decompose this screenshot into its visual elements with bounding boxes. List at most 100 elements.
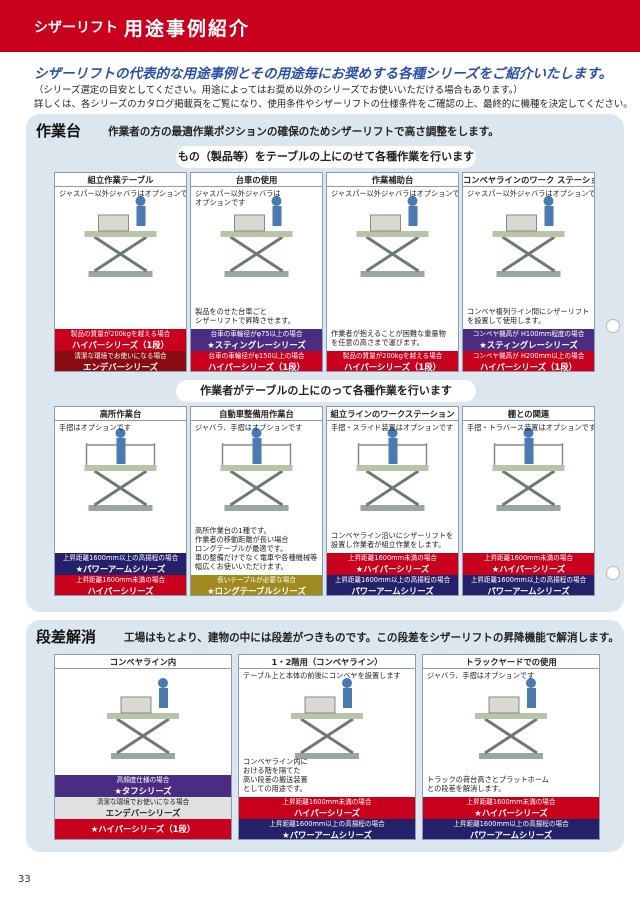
series-name: ハイパーシリーズ bbox=[293, 808, 361, 818]
banner-products: もの（製品等）をテーブルの上にのせて各種作業を行います bbox=[176, 146, 476, 168]
series-name: ★ハイパーシリーズ bbox=[491, 564, 566, 574]
scissor-lift-illustration bbox=[356, 428, 429, 511]
card-note: ジャバラ、手摺はオプションです bbox=[427, 671, 535, 680]
lead-text: シザーリフトの代表的な用途事例とその用途毎にお奨めする各種シリーズをご紹介いたし… bbox=[34, 66, 613, 82]
card-illustration bbox=[327, 189, 458, 289]
series-name: エンデバーシリーズ bbox=[83, 362, 158, 372]
scissor-lift-illustration bbox=[492, 196, 565, 277]
page-title: 用途事例紹介 bbox=[124, 18, 251, 40]
condition-text: 高頻度仕様の場合 bbox=[116, 776, 170, 784]
condition-text: 清潔な環境でお使いになる場合 bbox=[96, 798, 190, 806]
card-caption: トラックの荷台高さとプラットホームとの段差を解消します。 bbox=[427, 775, 549, 793]
card-illustration bbox=[55, 671, 231, 771]
card-caption: コンベヤ複列ライン間にシザーリフトを設置して使用します。 bbox=[467, 307, 590, 325]
card-title: トラックヤードでの使用 bbox=[423, 655, 599, 669]
card-title: 組立ラインのワークステーション bbox=[327, 407, 458, 421]
condition-text: 上昇距離1600mm以上の高揚程の場合 bbox=[269, 820, 385, 828]
use-case-card: 組立作業テーブルジャスパー以外ジャバラはオプションです製品の質量が200kgを越… bbox=[54, 172, 187, 372]
series-name: ★ロングテーブルシリーズ bbox=[207, 586, 306, 596]
condition-text: 上昇距離1600mm以上の高揚程の場合 bbox=[334, 576, 451, 584]
series-recommendation: 製品の質量が200kgを越える場合ハイパーシリーズ（1段） bbox=[327, 351, 458, 371]
condition-text: 上昇距離1600mm以上の高揚程の場合 bbox=[62, 554, 179, 562]
card-illustration bbox=[463, 189, 594, 289]
series-name: ★スティングレーシリーズ bbox=[479, 340, 578, 350]
section-title-step: 段差解消 bbox=[36, 628, 97, 646]
card-caption: コンベヤライン沿いにシザーリフトを設置し作業者が組立作業をします。 bbox=[331, 531, 454, 549]
card-title: 作業補助台 bbox=[327, 173, 458, 187]
card-caption: 製品をのせた台車ごとシザーリフトで昇降させます。 bbox=[195, 307, 295, 325]
condition-text: 台車の車輪径がφ75以上の場合 bbox=[210, 330, 303, 338]
series-recommendation: 上昇距離1600mm以上の高揚程の場合★パワーアームシリーズ bbox=[239, 819, 415, 839]
card-note: ジャスパー以外ジャバラはオプションです bbox=[195, 189, 281, 207]
card-note: ジャスパー以外ジャバラはオプションです bbox=[59, 189, 187, 198]
scissor-lift-illustration bbox=[492, 428, 565, 511]
use-case-card: コンベヤライン内高頻度仕様の場合★タフシリーズ清潔な環境でお使いになる場合エンデ… bbox=[54, 654, 232, 840]
condition-text: コンベヤ機高が H100mm程度の場合 bbox=[472, 330, 585, 338]
series-name: ハイパーシリーズ（1段） bbox=[479, 362, 578, 372]
series-recommendation: 高頻度仕様の場合★タフシリーズ bbox=[55, 775, 231, 797]
card-illustration bbox=[463, 423, 594, 523]
scissor-lift-illustration bbox=[220, 428, 293, 511]
series-name: ★ハイパーシリーズ（1段） bbox=[90, 824, 196, 834]
series-name: パワーアームシリーズ bbox=[469, 830, 553, 840]
card-title: 高所作業台 bbox=[55, 407, 186, 421]
series-recommendation: 上昇距離1600mm以上の高揚程の場合パワーアームシリーズ bbox=[423, 819, 599, 840]
series-recommendation: 上昇距離1600mm未満の場合ハイパーシリーズ bbox=[55, 575, 186, 595]
series-recommendation: 清潔な環境でお使いになる場合エンデバーシリーズ bbox=[55, 351, 186, 372]
use-case-card: 棚との関連手摺・トラバース装置はオプションです上昇距離1600mm未満の場合★ハ… bbox=[462, 406, 595, 596]
scissor-lift-illustration bbox=[84, 196, 157, 277]
condition-text: 製品の質量が200kgを越える場合 bbox=[342, 352, 443, 360]
card-caption: 作業者が抱えることが困難な重量物を任意の高さまで運びます。 bbox=[331, 329, 446, 347]
condition-text: 上昇距離1600mm未満の場合 bbox=[282, 798, 372, 806]
use-case-card: トラックヤードでの使用ジャバラ、手摺はオプションですトラックの荷台高さとプラット… bbox=[422, 654, 600, 840]
condition-text: 上昇距離1600mm以上の高揚程の場合 bbox=[470, 576, 587, 584]
card-illustration bbox=[55, 423, 186, 523]
card-title: 自動車整備用作業台 bbox=[191, 407, 322, 421]
series-recommendation: 上昇距離1600mm未満の場合ハイパーシリーズ bbox=[239, 797, 415, 819]
condition-text: 製品の質量が200kgを越える場合 bbox=[70, 330, 171, 338]
card-note: テーブル上と本体の前後にコンベヤを設置します bbox=[243, 671, 401, 680]
series-recommendation: 上昇距離1600mm未満の場合★ハイパーシリーズ bbox=[423, 797, 599, 819]
card-title: 1・2階用（コンベヤライン） bbox=[239, 655, 415, 669]
work-table-section: 作業台 作業者の方の最適作業ポジションの確保のためシザーリフトで高さ調整をします… bbox=[26, 114, 624, 612]
condition-text: 上昇距離1600mm未満の場合 bbox=[348, 554, 437, 562]
series-recommendation: コンベヤ機高が H100mm程度の場合 ★スティングレーシリーズ bbox=[463, 329, 594, 351]
series-recommendation: 上昇距離1600mm以上の高揚程の場合パワーアームシリーズ bbox=[463, 575, 594, 596]
use-case-card: 1・2階用（コンベヤライン） テーブル上と本体の前後にコンベヤを設置しますコンベヤ… bbox=[238, 654, 416, 840]
scissor-lift-illustration bbox=[356, 196, 429, 277]
scissor-lift-illustration bbox=[84, 428, 157, 511]
card-note: 手摺はオプションです bbox=[59, 423, 131, 432]
card-caption: コンベヤライン内における階を隔てた高い段差の搬送装置としての用途です。 bbox=[243, 757, 308, 793]
condition-text: 長いテーブルが必要な場合 bbox=[217, 576, 296, 584]
series-recommendation: 上昇距離1600mm以上の高揚程の場合★パワーアームシリーズ bbox=[55, 553, 186, 575]
scissor-lift-illustration bbox=[107, 678, 179, 759]
card-note: ジャスパー以外ジャバラはオプションです bbox=[467, 189, 595, 198]
scissor-lift-illustration bbox=[475, 678, 547, 759]
use-case-card: コンベヤラインのワーク ステーションジャスパー以外ジャバラはオプションですコンベ… bbox=[462, 172, 595, 372]
card-illustration bbox=[55, 189, 186, 289]
series-name: パワーアームシリーズ bbox=[487, 586, 570, 596]
condition-text: コンベヤ機高が H200mm以上の場合 bbox=[472, 352, 585, 360]
card-illustration bbox=[239, 671, 415, 771]
series-recommendation: ★ハイパーシリーズ（1段） bbox=[55, 819, 231, 839]
series-recommendation: 上昇距離1600mm未満の場合 ★ハイパーシリーズ bbox=[463, 553, 594, 575]
scissor-lift-illustration bbox=[291, 678, 363, 759]
series-name: ハイパーシリーズ（1段） bbox=[207, 362, 306, 372]
card-title: コンベヤラインのワーク ステーション bbox=[463, 173, 594, 187]
condition-text: 上昇距離1600mm以上の高揚程の場合 bbox=[453, 820, 569, 828]
series-recommendation: 製品の質量が200kgを越える場合ハイパーシリーズ（1段） bbox=[55, 329, 186, 351]
card-note: 手摺・トラバース装置はオプションです bbox=[467, 423, 595, 432]
condition-text: 上昇距離1600mm未満の場合 bbox=[466, 798, 556, 806]
series-recommendation: 上昇距離1600mm以上の高揚程の場合パワーアームシリーズ bbox=[327, 575, 458, 595]
condition-text: 上昇距離1600mm未満の場合 bbox=[484, 554, 573, 562]
card-illustration bbox=[191, 423, 322, 523]
use-case-card: 台車の使用ジャスパー以外ジャバラはオプションです製品をのせた台車ごとシザーリフト… bbox=[190, 172, 323, 372]
card-title: 組立作業テーブル bbox=[55, 173, 186, 187]
use-case-card: 組立ラインのワークステーション手摺・スライド装置はオプションですコンベヤライン沿… bbox=[326, 406, 459, 596]
series-recommendation: 清潔な環境でお使いになる場合エンデバーシリーズ bbox=[55, 797, 231, 819]
series-name: ★スティングレーシリーズ bbox=[207, 340, 306, 350]
sub-note-1: （シリーズ選定の目安としてください。用途によってはお奨め以外のシリーズでお使いい… bbox=[34, 85, 523, 96]
sub-note-2: 詳しくは、各シリーズのカタログ掲載頁をご覧になり、使用条件やシザーリフトの仕様条… bbox=[34, 99, 633, 110]
series-recommendation: コンベヤ機高が H200mm以上の場合ハイパーシリーズ（1段） bbox=[463, 351, 594, 372]
